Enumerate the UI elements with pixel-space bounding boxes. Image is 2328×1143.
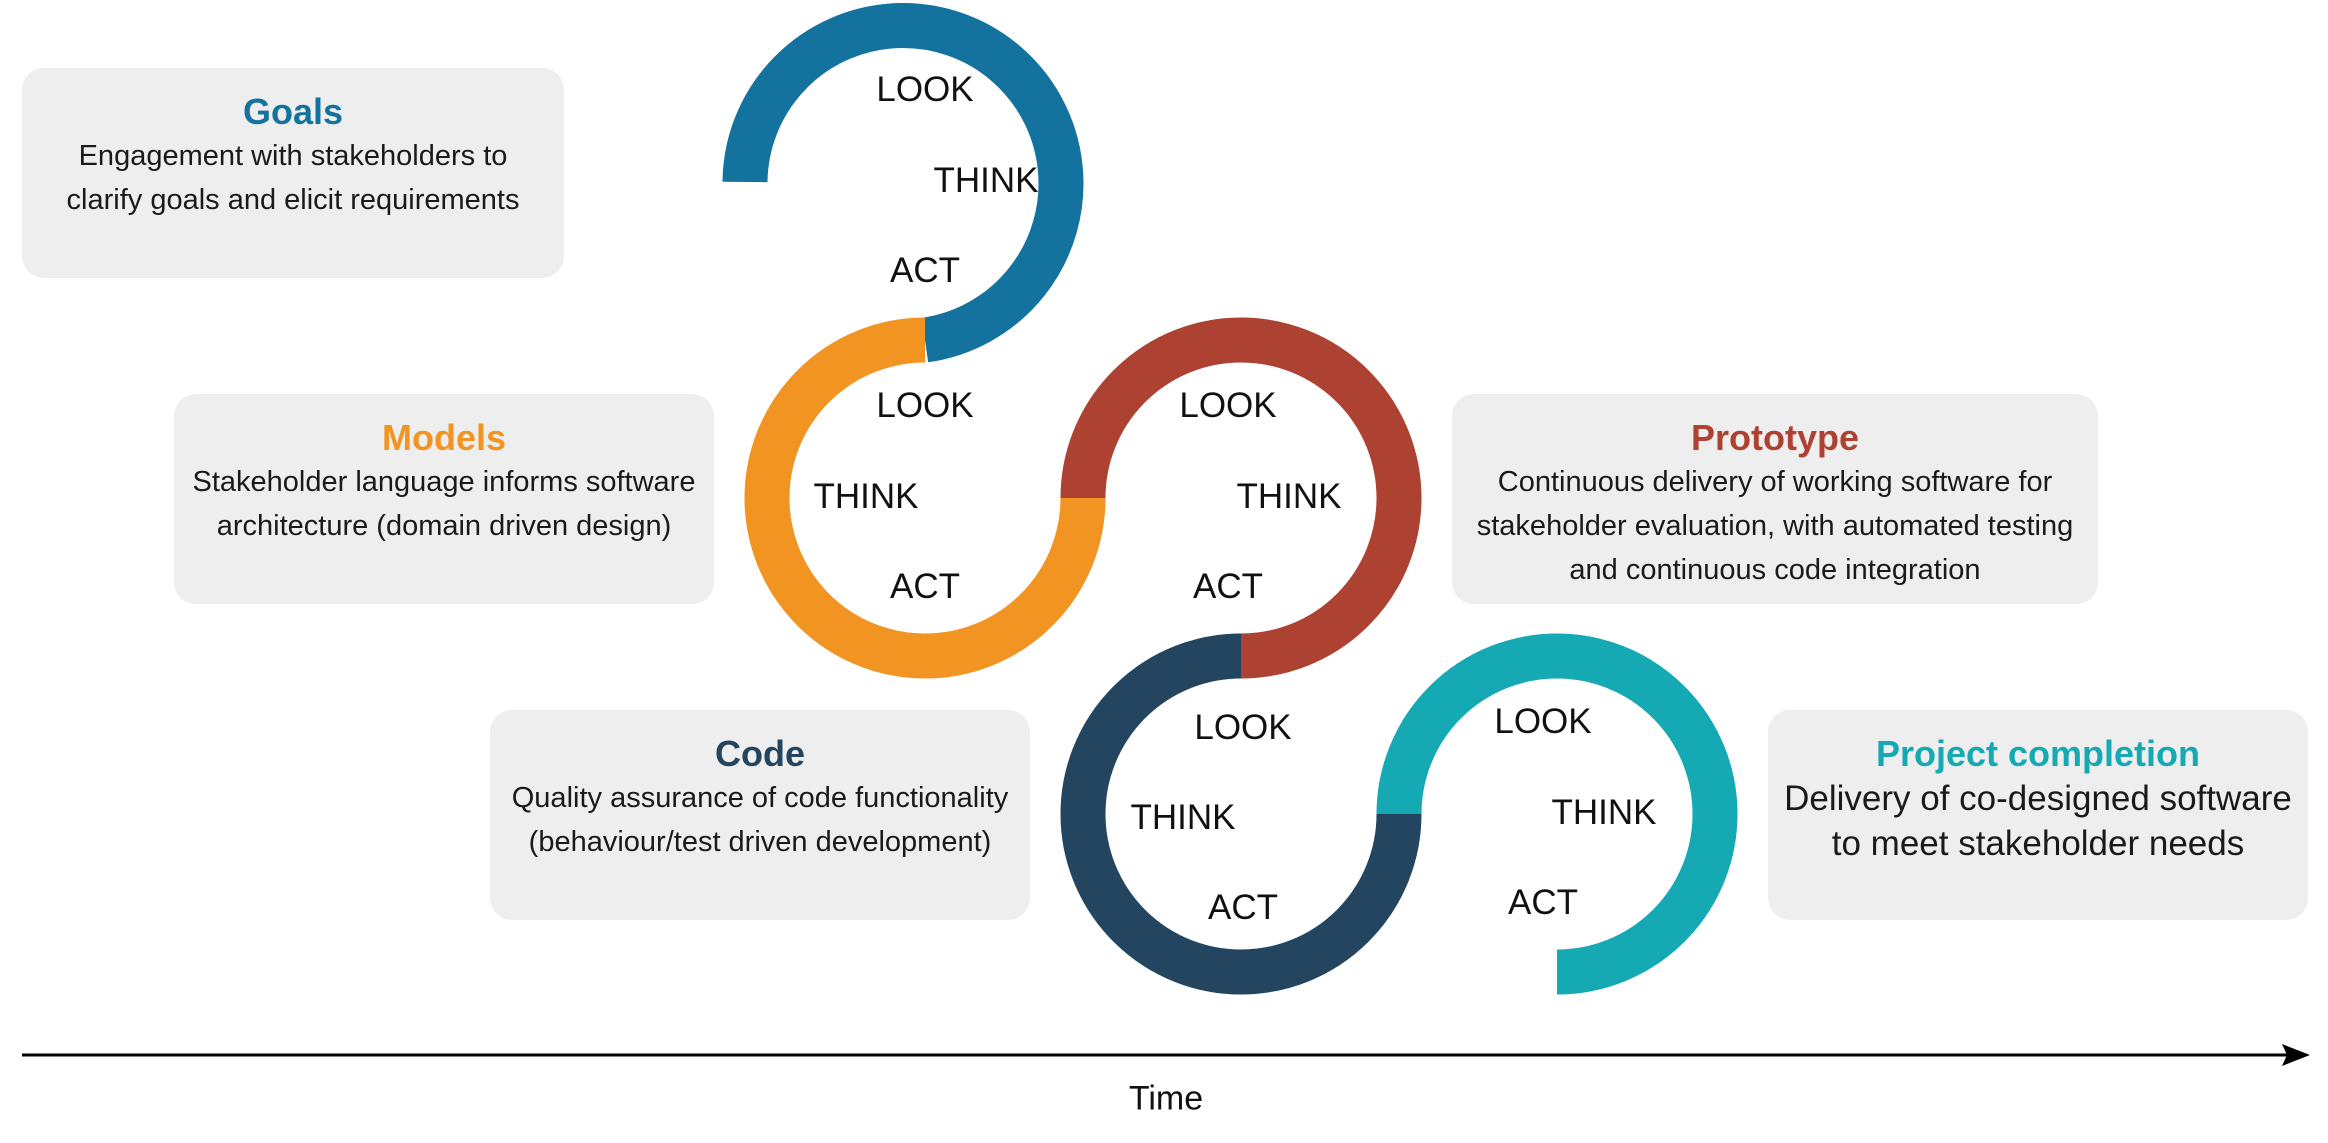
completion-look-label: LOOK (1494, 702, 1592, 741)
prototype-loop-arc (1060, 317, 1422, 679)
completion-line-2: to meet stakeholder needs (1831, 824, 2245, 863)
models-think-label: THINK (813, 477, 919, 516)
completion-loop-arc (1376, 633, 1738, 995)
code-think-label: THINK (1130, 798, 1236, 837)
prototype-act-label: ACT (1193, 567, 1263, 606)
models-act-label: ACT (890, 567, 960, 606)
code-line-1: Quality assurance of code functionality (511, 782, 1009, 814)
models-title: Models (381, 417, 506, 458)
goals-think-label: THINK (933, 161, 1039, 200)
prototype-box: Prototype Continuous delivery of working… (1452, 394, 2098, 604)
models-box: Models Stakeholder language informs soft… (174, 394, 714, 604)
prototype-look-label: LOOK (1179, 386, 1277, 425)
models-line-2: architecture (domain driven design) (216, 510, 672, 542)
code-line-2: (behaviour/test driven development) (528, 826, 992, 858)
goals-line-1: Engagement with stakeholders to (78, 140, 508, 172)
models-loop-arc (744, 317, 1106, 679)
prototype-title: Prototype (1690, 417, 1859, 458)
prototype-line-2: stakeholder evaluation, with automated t… (1476, 510, 2074, 542)
completion-act-label: ACT (1508, 883, 1578, 922)
completion-title: Project completion (1875, 733, 2201, 774)
completion-line-1: Delivery of co-designed software (1784, 779, 2292, 818)
code-box: Code Quality assurance of code functiona… (490, 710, 1030, 920)
models-look-label: LOOK (876, 386, 974, 425)
completion-think-label: THINK (1551, 793, 1657, 832)
goals-look-label: LOOK (876, 70, 974, 109)
prototype-line-1: Continuous delivery of working software … (1497, 466, 2053, 498)
prototype-line-3: and continuous code integration (1569, 554, 1981, 586)
prototype-think-label: THINK (1236, 477, 1342, 516)
goals-line-2: clarify goals and elicit requirements (66, 184, 520, 216)
goals-box: Goals Engagement with stakeholders to cl… (22, 68, 564, 278)
time-axis-arrowhead (2282, 1044, 2310, 1066)
completion-box: Project completion Delivery of co-design… (1768, 710, 2308, 920)
code-title: Code (715, 733, 805, 774)
models-line-1: Stakeholder language informs software (192, 466, 696, 498)
goals-loop-arc (722, 3, 1084, 363)
code-loop-arc (1060, 633, 1422, 995)
goals-act-label: ACT (890, 251, 960, 290)
time-axis-label: Time (1128, 1079, 1204, 1118)
goals-title: Goals (242, 91, 344, 132)
code-act-label: ACT (1208, 888, 1278, 927)
code-look-label: LOOK (1194, 708, 1292, 747)
